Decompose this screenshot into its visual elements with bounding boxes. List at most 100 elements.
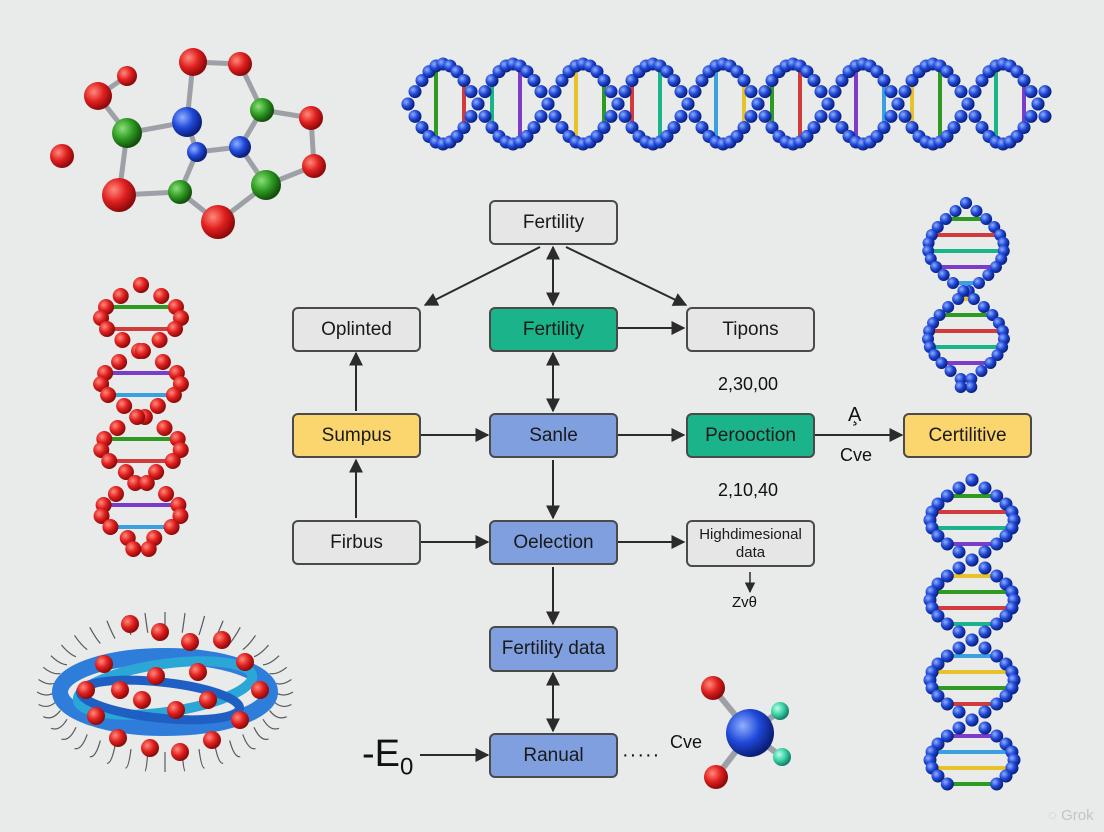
side-chain [198,615,206,636]
backbone-bead [590,129,604,143]
backbone-bead [870,65,884,79]
backbone-bead [931,689,945,703]
side-chain [273,678,292,685]
backbone-bead [990,729,1004,743]
atom [773,748,791,766]
side-chain [89,626,101,644]
backbone-bead [597,121,611,135]
backbone-bead [949,205,962,217]
backbone-bead [937,269,950,281]
backbone-bead [408,85,422,99]
backbone-bead [158,486,175,502]
atom [704,765,728,789]
atom [726,709,774,757]
atom [299,106,323,130]
node-certilitive: Certilitive [903,413,1032,458]
backbone-bead [965,381,978,393]
node-highdimesional-data: Highdimesional data [686,520,815,567]
backbone-bead [541,97,555,111]
backbone-bead [165,387,182,403]
atom [213,631,231,649]
backbone-bead [821,97,835,111]
side-chain [106,745,116,764]
backbone-bead [688,109,702,123]
backbone-bead [127,475,144,491]
label-eo-subscript: 0 [400,753,414,781]
backbone-bead [984,357,997,369]
backbone-bead [989,261,1002,273]
backbone-bead [954,381,967,393]
side-chain [269,666,288,675]
atom [87,707,105,725]
atom [251,681,269,699]
backbone-bead [952,481,966,495]
backbone-bead [978,545,992,559]
atom [112,118,142,148]
node-sanle: Sanle [489,413,618,458]
dna-helix-top-illustration [401,57,1052,151]
backbone-bead [138,475,155,491]
backbone-bead [940,697,954,711]
backbone-bead [990,617,1004,631]
backbone-bead [527,121,541,135]
atom [50,144,74,168]
backbone-bead [618,109,632,123]
backbone-bead [940,569,954,583]
backbone-bead [667,121,681,135]
node-perooction: Perooction [686,413,815,458]
backbone-bead [960,197,972,209]
backbone-bead [978,561,992,575]
backbone-bead [1024,85,1038,99]
atom [133,691,151,709]
atom [179,48,207,76]
backbone-bead [990,649,1004,663]
backbone-bead [408,109,422,123]
backbone-bead [625,121,639,135]
backbone-bead [464,85,478,99]
backbone-bead [835,73,849,87]
backbone-bead [978,641,992,655]
backbone-bead [999,609,1013,623]
atom [172,107,202,137]
backbone-bead [527,73,541,87]
atom [302,154,326,178]
backbone-bead [555,73,569,87]
backbone-bead [877,73,891,87]
backbone-bead [947,277,960,289]
backbone-bead [970,205,983,217]
node-oelection: Oelection [489,520,618,565]
backbone-bead [884,109,898,123]
backbone-bead [965,713,979,727]
backbone-bead [101,453,118,469]
backbone-bead [125,541,142,557]
backbone-bead [928,349,941,361]
backbone-bead [129,409,146,425]
backbone-bead [905,73,919,87]
side-chain [60,644,77,658]
atom [121,615,139,633]
node-tipons: Tipons [686,307,815,352]
atom [203,731,221,749]
backbone-bead [415,121,429,135]
backbone-bead [93,508,110,524]
atom [141,739,159,757]
backbone-bead [149,398,166,414]
backbone-bead [954,85,968,99]
atom [250,98,274,122]
label-eo-main: -E [362,733,400,775]
backbone-bead [952,625,966,639]
backbone-bead [151,332,168,348]
backbone-bead [940,537,954,551]
backbone-bead [604,109,618,123]
side-chain [273,700,292,708]
atom [171,743,189,761]
backbone-bead [534,85,548,99]
backbone-bead [968,109,982,123]
label-number-top: 2,30,00 [718,374,779,394]
atom [95,655,113,673]
backbone-bead [457,121,471,135]
side-chain [61,727,77,740]
backbone-bead [954,109,968,123]
backbone-bead [485,121,499,135]
backbone-bead [965,553,979,567]
